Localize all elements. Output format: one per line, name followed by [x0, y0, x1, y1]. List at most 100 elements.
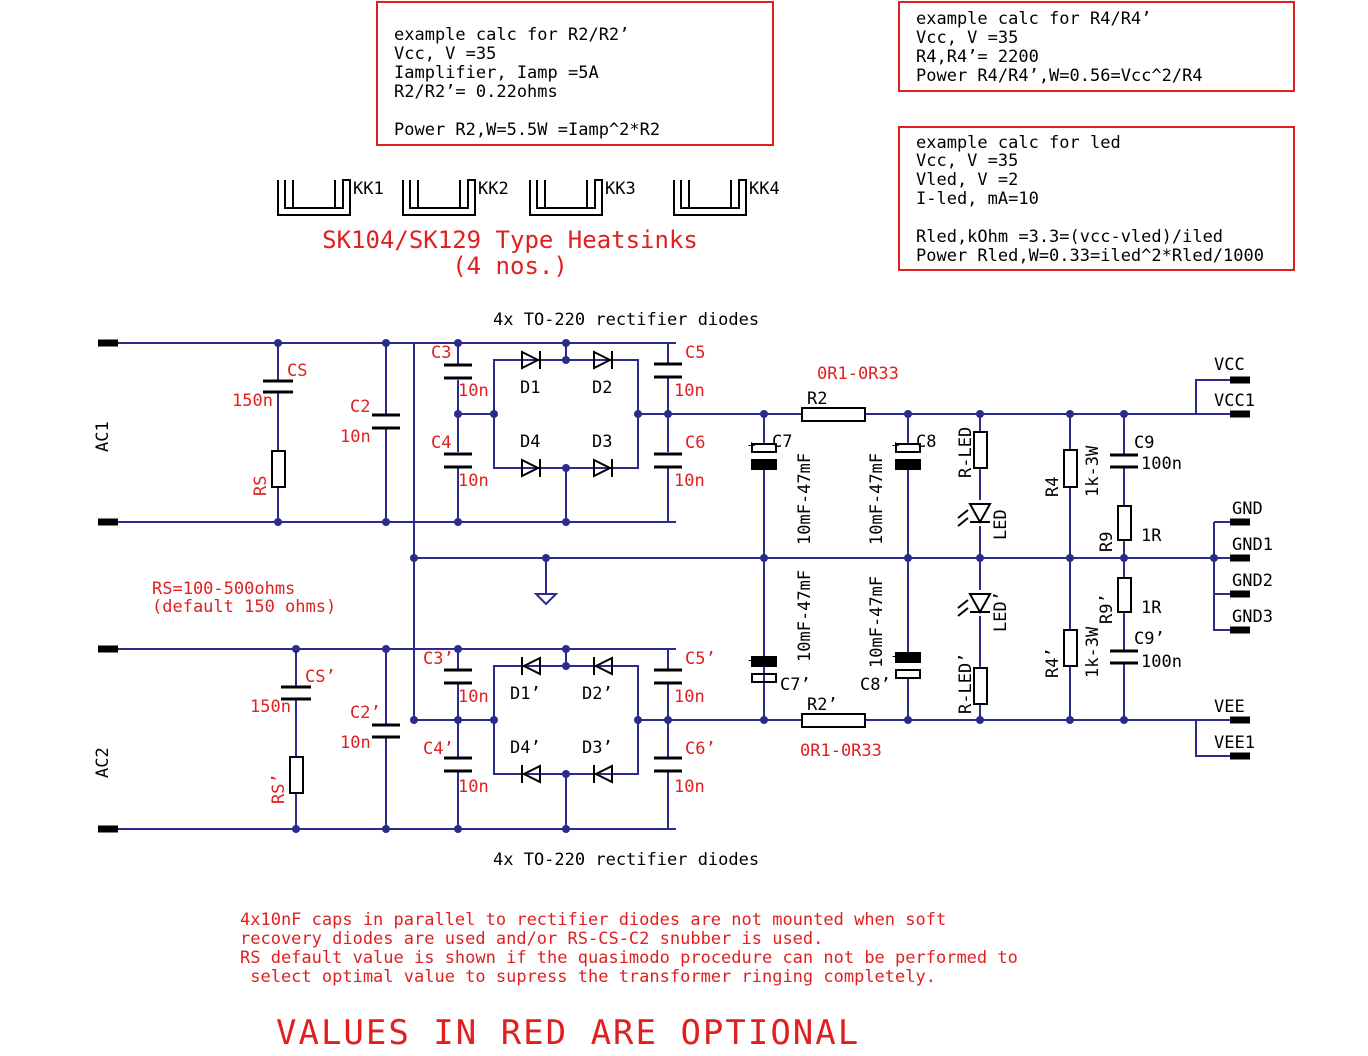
label-vcc1: VCC1 — [1214, 391, 1255, 411]
capacitor-c2 — [372, 413, 400, 430]
capacitor-cs — [263, 379, 293, 394]
label-d2-prime: D2’ — [582, 684, 613, 704]
label-d1: D1 — [520, 378, 540, 398]
label-r4-prime-value: 1k-3W — [1083, 626, 1103, 678]
resistor-r2-prime — [801, 713, 866, 728]
capacitor-c9 — [1110, 453, 1138, 469]
diode-d2 — [593, 350, 613, 370]
calc-led-line-1: example calc for led — [916, 133, 1121, 153]
calc-box-r2: example calc for R2/R2’ Vcc, V =35 Iampl… — [376, 1, 774, 146]
resistor-rled-prime — [973, 667, 988, 705]
label-c4-value: 10n — [458, 471, 489, 491]
calc-r2-line-1: example calc for R2/R2’ — [394, 25, 629, 45]
label-rs: RS — [251, 476, 271, 496]
resistor-r4 — [1063, 449, 1078, 488]
calc-r2-line-6: Power R2,W=5.5W =Iamp^2*R2 — [394, 120, 660, 140]
electrolytic-c7: + — [748, 438, 777, 470]
label-r9-prime: R9’ — [1097, 593, 1117, 624]
label-c8-value: 10mF-47mF — [867, 453, 887, 545]
label-c9-prime-value: 100n — [1141, 652, 1182, 672]
label-d3: D3 — [592, 432, 612, 452]
footnote: 4x10nF caps in parallel to rectifier dio… — [240, 910, 1018, 987]
label-c5: C5 — [685, 343, 705, 363]
label-d4-prime: D4’ — [510, 738, 541, 758]
calc-led-line-7: Power Rled,W=0.33=iled^2*Rled/1000 — [916, 246, 1264, 266]
label-c4-prime-value: 10n — [458, 777, 489, 797]
footnote-line-3: RS default value is shown if the quasimo… — [240, 948, 1018, 968]
electrolytic-c8-prime: + — [892, 649, 921, 679]
capacitor-c6 — [654, 452, 682, 469]
label-c2-prime: C2’ — [350, 703, 381, 723]
capacitor-c5 — [654, 362, 682, 379]
heatsink-label-kk3: KK3 — [605, 179, 636, 199]
capacitor-c6-prime — [654, 756, 682, 773]
heatsink-label-kk2: KK2 — [478, 179, 509, 199]
svg-text:+: + — [748, 438, 755, 452]
label-r9: R9 — [1097, 532, 1117, 552]
capacitor-c2-prime — [372, 723, 400, 739]
label-c2-value: 10n — [340, 427, 371, 447]
label-cs: CS — [287, 361, 307, 381]
rs-note-line-2: (default 150 ohms) — [152, 597, 336, 617]
label-c2-prime-value: 10n — [340, 733, 371, 753]
label-r2-prime: R2’ — [807, 695, 838, 715]
bridge-caption-bottom: 4x TO-220 rectifier diodes — [493, 850, 759, 870]
label-c8-prime: C8’ — [860, 675, 891, 695]
heatsinks-subtitle: (4 nos.) — [452, 252, 568, 280]
calc-box-r4: example calc for R4/R4’ Vcc, V =35 R4,R4… — [898, 1, 1295, 92]
resistor-r9-prime — [1117, 577, 1132, 613]
label-gnd: GND — [1232, 499, 1263, 519]
label-c4-prime: C4’ — [423, 739, 454, 759]
diode-d4-prime — [521, 764, 541, 784]
label-vee: VEE — [1214, 697, 1245, 717]
resistor-r9 — [1117, 505, 1132, 541]
diode-d1 — [521, 350, 541, 370]
label-r4-value: 1k-3W — [1083, 445, 1103, 497]
label-cs-prime: CS’ — [305, 667, 336, 687]
calc-led-line-4: I-led, mA=10 — [916, 189, 1039, 209]
heatsink-label-kk1: KK1 — [353, 179, 384, 199]
label-c6-prime: C6’ — [685, 739, 716, 759]
heatsink-kk2: KK2 — [402, 179, 509, 216]
label-c3: C3 — [431, 343, 451, 363]
resistor-rs-prime — [289, 756, 304, 794]
connector-pins — [98, 339, 1250, 833]
label-d2: D2 — [592, 378, 612, 398]
led-upper — [957, 503, 992, 527]
label-d1-prime: D1’ — [510, 684, 541, 704]
bridge-caption-top: 4x TO-220 rectifier diodes — [493, 310, 759, 330]
capacitor-c3 — [444, 363, 472, 380]
label-cs-value: 150n — [232, 391, 273, 411]
label-c2: C2 — [350, 397, 370, 417]
label-gnd1: GND1 — [1232, 535, 1273, 555]
heatsink-kk4: KK4 — [673, 179, 780, 216]
calc-r4-line-1: example calc for R4/R4’ — [916, 9, 1151, 29]
label-d4: D4 — [520, 432, 540, 452]
label-rled: R-LED — [956, 427, 976, 478]
label-cs-prime-value: 150n — [250, 697, 291, 717]
svg-text:+: + — [892, 649, 899, 663]
label-c8-prime-value: 10mF-47mF — [867, 576, 887, 668]
label-c6-prime-value: 10n — [674, 777, 705, 797]
label-gnd3: GND3 — [1232, 607, 1273, 627]
diode-d3-prime — [593, 764, 613, 784]
capacitor-c5-prime — [654, 668, 682, 685]
label-r9-prime-value: 1R — [1141, 598, 1162, 618]
calc-led-line-6: Rled,kOhm =3.3=(vcc-vled)/iled — [916, 227, 1223, 247]
label-c7-prime: C7’ — [780, 675, 811, 695]
optional-values-banner: VALUES IN RED ARE OPTIONAL — [276, 1013, 860, 1053]
label-r2-prime-value: 0R1-0R33 — [800, 741, 882, 761]
svg-text:+: + — [892, 438, 899, 452]
label-c8: C8 — [916, 432, 936, 452]
label-c3-prime: C3’ — [423, 649, 454, 669]
wires-right — [763, 414, 1125, 720]
label-c6: C6 — [685, 433, 705, 453]
label-c9-prime: C9’ — [1134, 629, 1165, 649]
label-led: LED — [991, 509, 1011, 540]
label-c7-value: 10mF-47mF — [795, 453, 815, 545]
heatsink-kk1: KK1 — [277, 179, 384, 216]
label-r4-prime: R4’ — [1043, 647, 1063, 678]
label-c7: C7 — [772, 432, 792, 452]
calc-led-line-3: Vled, V =2 — [916, 170, 1018, 190]
